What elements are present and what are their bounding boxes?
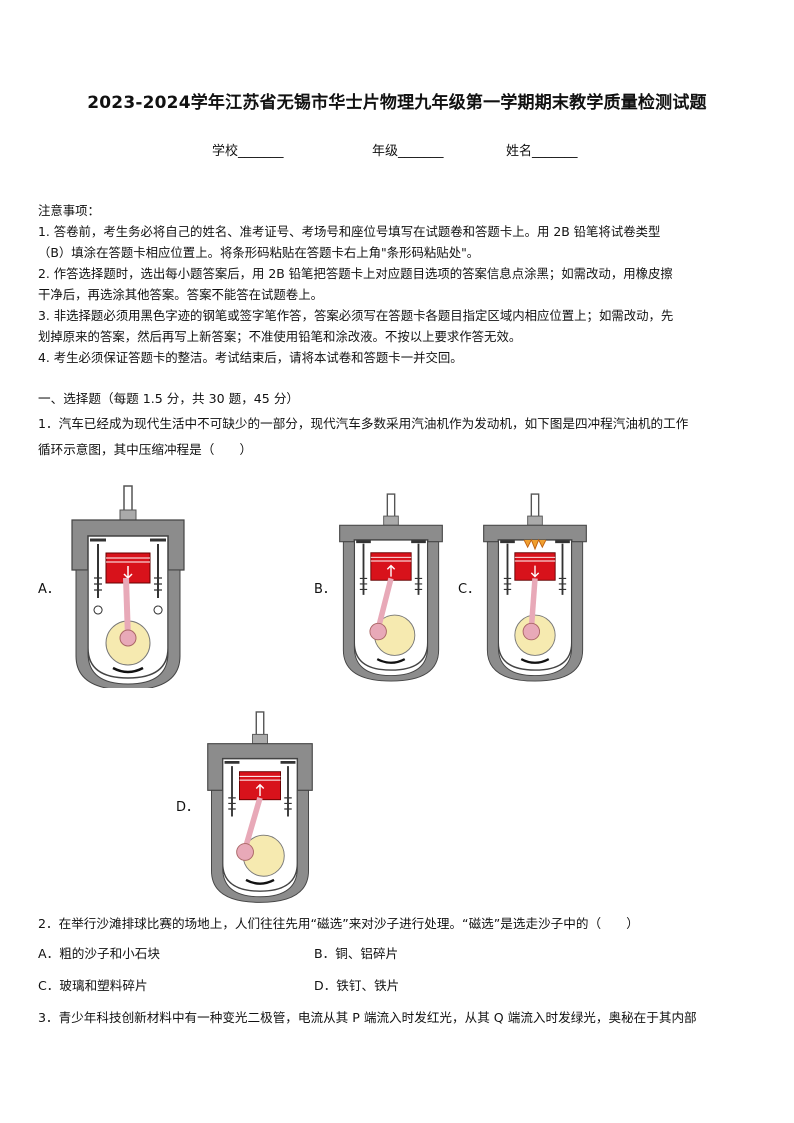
question-3-stem: 3．青少年科技创新材料中有一种变光二极管，电流从其 P 端流入时发红光，从其 Q…: [38, 1010, 697, 1025]
exam-title: 2023-2024学年江苏省无锡市华士片物理九年级第一学期期末教学质量检测试题: [87, 93, 707, 113]
q2-option-d[interactable]: D．铁钉、铁片: [314, 978, 400, 993]
grade-field[interactable]: 年级_______: [372, 144, 444, 159]
question-2-stem: 2．在举行沙滩排球比赛的场地上，人们往往先用“磁选”来对沙子进行处理。“磁选”是…: [38, 916, 639, 931]
notice-line: 2. 作答选择题时，选出每小题答案后，用 2B 铅笔把答题卡上对应题目选项的答案…: [38, 266, 673, 281]
option-d-label[interactable]: D．: [176, 800, 200, 815]
q2-option-a[interactable]: A．粗的沙子和小石块: [38, 946, 160, 961]
option-a-label[interactable]: A．: [38, 582, 60, 597]
notice-line: 1. 答卷前，考生务必将自己的姓名、准考证号、考场号和座位号填写在试题卷和答题卡…: [38, 224, 661, 239]
engine-c-graphic: [483, 493, 587, 682]
engine-a-graphic: [71, 485, 185, 688]
option-b-label[interactable]: B．: [314, 582, 336, 597]
notice-line: 3. 非选择题必须用黑色字迹的钢笔或签字笔作答，答案必须写在答题卡各题目指定区域…: [38, 308, 674, 323]
notice-line: 划掉原来的答案，然后再写上新答案；不准使用铅笔和涂改液。不按以上要求作答无效。: [38, 329, 522, 344]
school-field[interactable]: 学校_______: [212, 144, 284, 159]
question-1-stem: 1．汽车已经成为现代生活中不可缺少的一部分，现代汽车多数采用汽油机作为发动机，如…: [38, 416, 689, 431]
engine-b-graphic: [339, 493, 443, 682]
notice-line: （B）填涂在答题卡相应位置上。将条形码粘贴在答题卡右上角"条形码粘贴处"。: [38, 245, 480, 260]
q2-option-c[interactable]: C．玻璃和塑料碎片: [38, 978, 148, 993]
question-1-stem-cont: 循环示意图，其中压缩冲程是（ ）: [38, 442, 253, 457]
name-field[interactable]: 姓名_______: [506, 144, 578, 159]
notice-block: 注意事项： 1. 答卷前，考生务必将自己的姓名、准考证号、考场号和座位号填写在试…: [38, 200, 760, 368]
engine-diagram-b[interactable]: [336, 478, 446, 688]
notice-line: 干净后，再选涂其他答案。答案不能答在试题卷上。: [38, 287, 323, 302]
notice-heading: 注意事项：: [38, 203, 100, 218]
question-1: 1．汽车已经成为现代生活中不可缺少的一部分，现代汽车多数采用汽油机作为发动机，如…: [38, 411, 760, 463]
q2-option-b[interactable]: B．铜、铝碎片: [314, 946, 399, 961]
engine-diagram-a[interactable]: [68, 478, 188, 688]
engine-diagram-d[interactable]: [204, 700, 316, 905]
engine-d-graphic: [207, 711, 313, 903]
engine-diagram-c[interactable]: [480, 478, 590, 688]
option-c-label[interactable]: C．: [458, 582, 481, 597]
section-heading: 一、选择题（每题 1.5 分，共 30 题，45 分）: [38, 391, 300, 406]
notice-line: 4. 考生必须保证答题卡的整洁。考试结束后，请将本试卷和答题卡一并交回。: [38, 350, 463, 365]
question-2: 2．在举行沙滩排球比赛的场地上，人们往往先用“磁选”来对沙子进行处理。“磁选”是…: [38, 911, 760, 937]
